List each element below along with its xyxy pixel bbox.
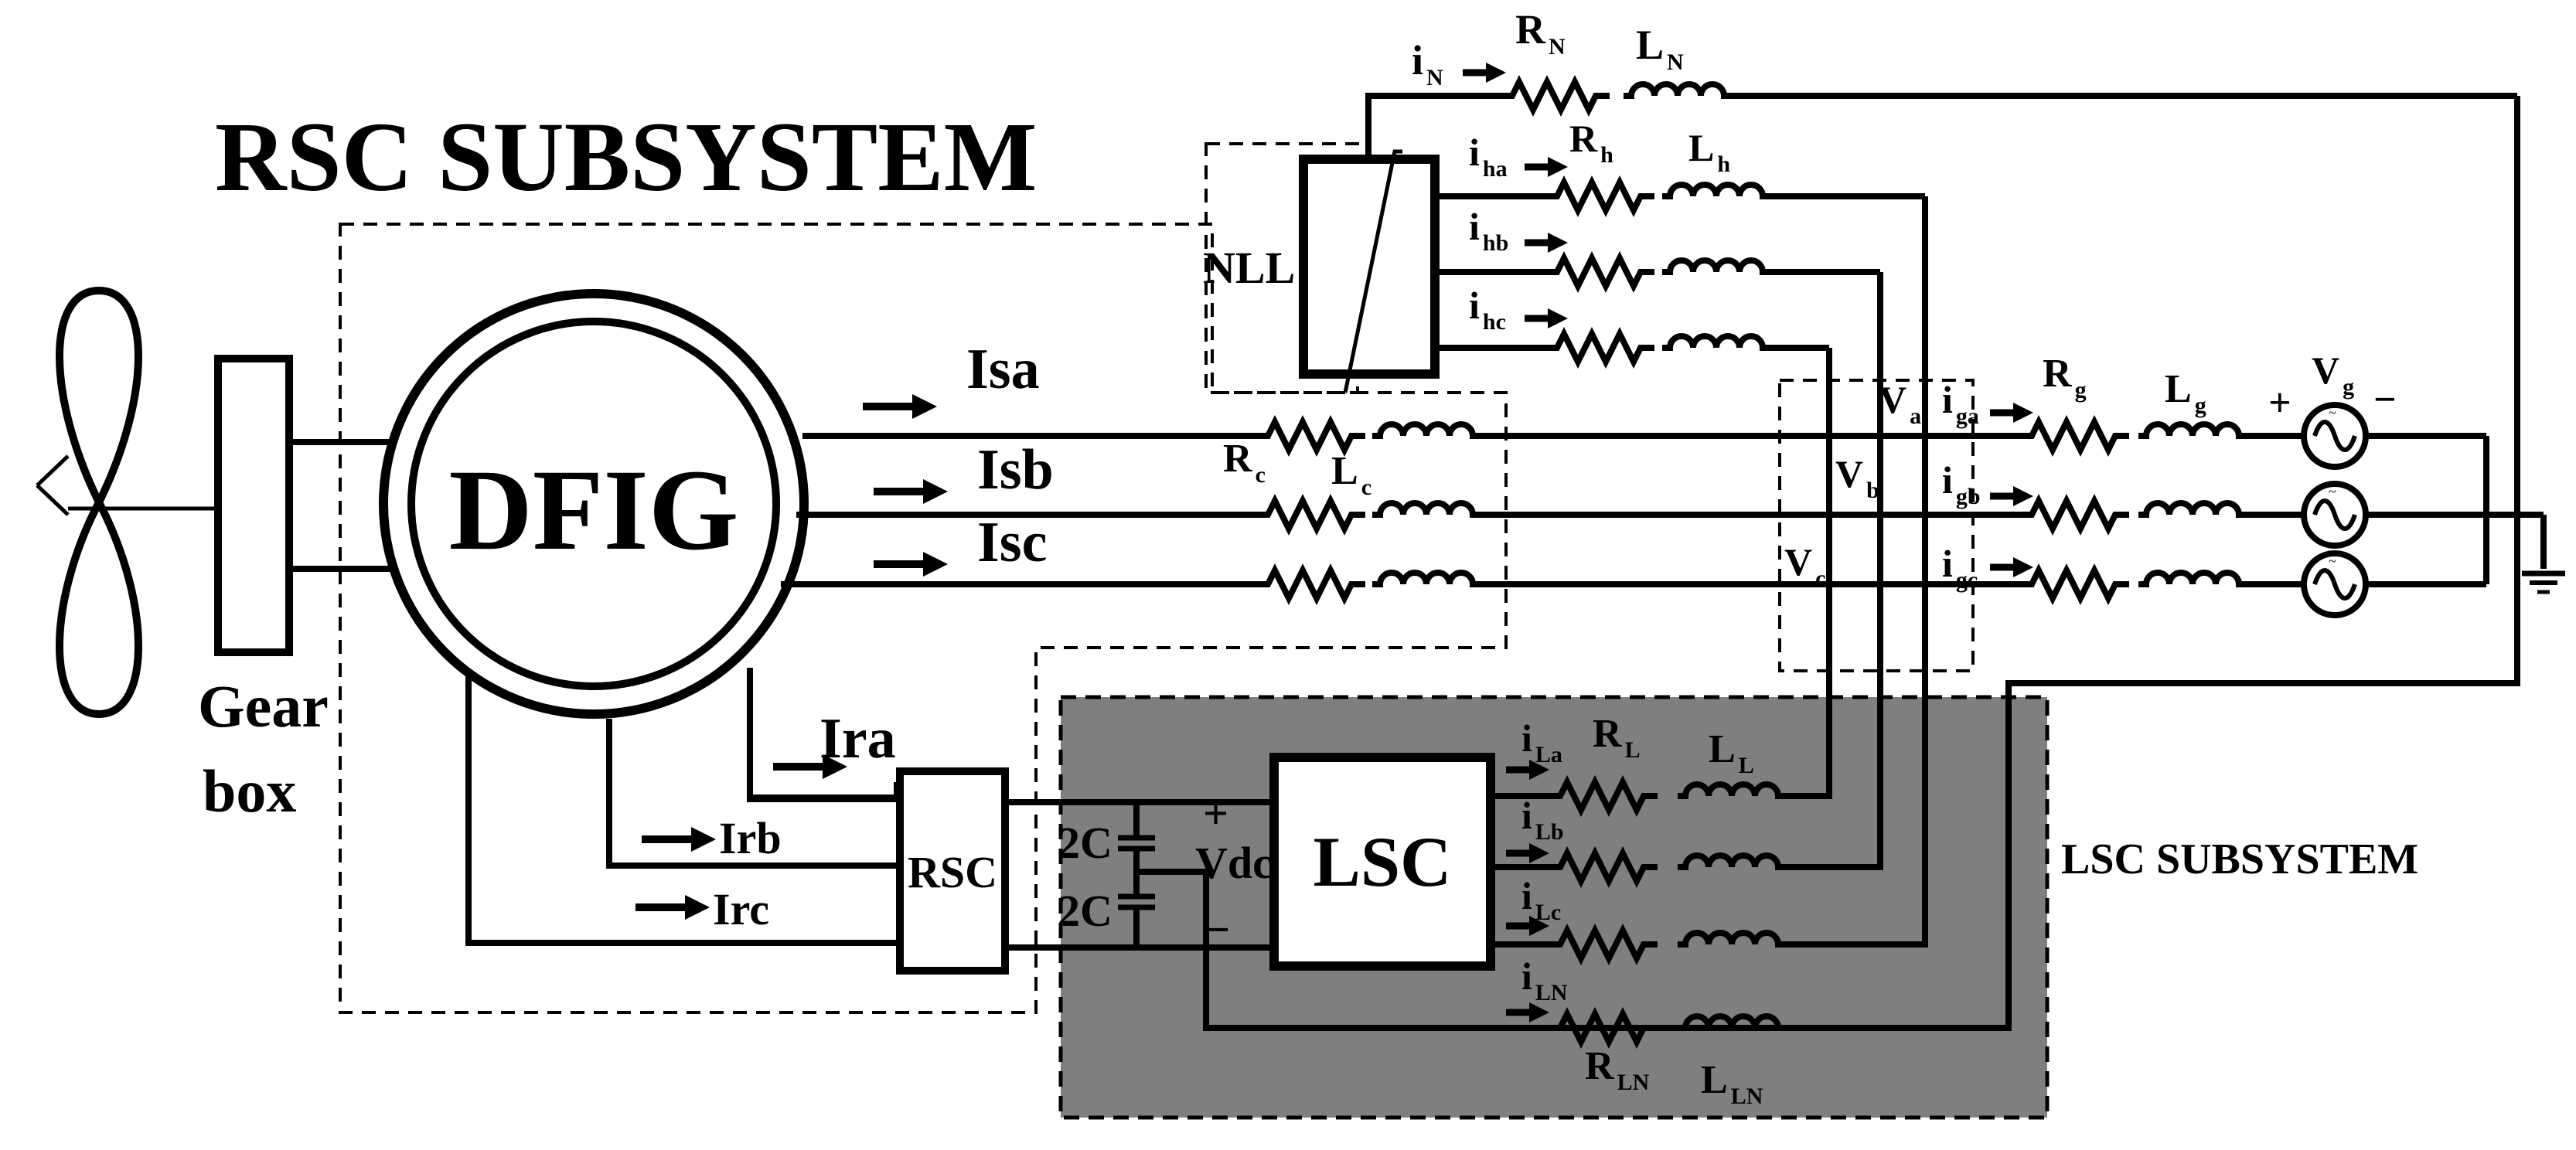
dc-plus-sign: + (1203, 788, 1228, 839)
iha-arrow (1525, 157, 1568, 177)
ira-label: Ira (819, 707, 896, 771)
grid-source-c-icon (2304, 553, 2366, 615)
gearbox-label-line2: box (203, 757, 296, 825)
igb-arrow (1990, 486, 2033, 506)
rsc-subsystem-title: RSC SUBSYSTEM (215, 102, 1037, 212)
pcc-dashed-box (1778, 379, 1975, 672)
rsc-label: RSC (908, 847, 997, 897)
vg-minus-sign: − (2373, 378, 2397, 422)
isb-arrow (874, 479, 948, 504)
isb-label: Isb (977, 438, 1054, 502)
ihc-arrow (1525, 308, 1568, 328)
lsc-subsystem-title: LSC SUBSYSTEM (2061, 835, 2418, 883)
isc-label: Isc (977, 511, 1047, 574)
vg-plus-sign: + (2268, 381, 2291, 425)
irc-arrow (635, 895, 710, 920)
dfig-rotor-circle (407, 318, 780, 690)
dfig-label: DFIG (449, 446, 739, 574)
rsc-subsystem-outline (339, 223, 1508, 1014)
igc-arrow (1990, 557, 2033, 577)
cap-top-label: 2C (1058, 818, 1113, 868)
grid-source-a-icon (2304, 405, 2366, 467)
irc-label: Irc (713, 884, 769, 934)
stator-lines (781, 422, 2018, 598)
isa-arrow (863, 394, 937, 419)
grid-lines (2018, 422, 2565, 598)
lsc-block (1269, 753, 1495, 971)
irb-arrow (642, 827, 716, 852)
lsc-label: LSC (1314, 822, 1452, 901)
wind-turbine-icon (36, 286, 224, 719)
nll-dashed-box (1205, 142, 1359, 394)
nll-label: NLL (1203, 243, 1295, 293)
grid-source-b-icon (2304, 484, 2366, 546)
dc-minus-sign: − (1205, 904, 1230, 954)
isc-arrow (874, 552, 948, 577)
nll-lines (1365, 82, 2517, 362)
gearbox-label-line1: Gear (198, 672, 329, 740)
nll-diode-symbol (1343, 149, 1402, 393)
lsc-filter-lines (1491, 96, 2520, 1042)
irb-label: Irb (719, 813, 782, 863)
isa-label: Isa (966, 338, 1040, 401)
rsc-block (896, 767, 1009, 975)
gearbox-block (214, 355, 293, 656)
vdc-label: Vdc (1195, 838, 1273, 888)
in-arrow (1463, 63, 1506, 83)
cap-bottom-label: 2C (1058, 886, 1113, 936)
iga-arrow (1990, 403, 2033, 423)
ihb-arrow (1525, 233, 1568, 253)
